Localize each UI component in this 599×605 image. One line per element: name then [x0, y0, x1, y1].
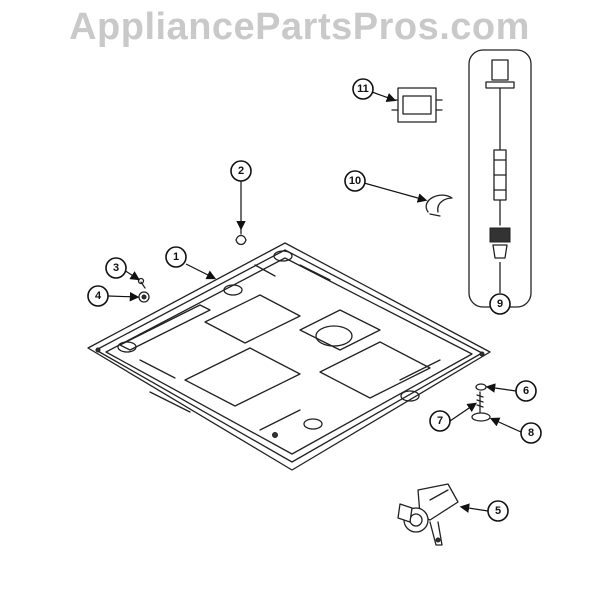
leveling-leg-parts-6-7-8	[471, 383, 491, 422]
watermark-logo: AppliancePartsPros.com	[69, 6, 530, 48]
svg-text:5: 5	[495, 505, 501, 517]
callout-5: 5	[487, 500, 509, 522]
callout-3: 3	[105, 257, 127, 279]
base-pan	[87, 242, 491, 471]
callout-1: 1	[165, 246, 187, 268]
clip-part-2	[235, 227, 247, 246]
pad-part-11	[391, 87, 443, 123]
callout-2: 2	[230, 160, 252, 182]
clip-part-10	[425, 194, 453, 217]
valve-part-5	[397, 483, 459, 546]
callout-7: 7	[429, 410, 451, 432]
svg-text:3: 3	[113, 262, 119, 274]
svg-text:4: 4	[95, 290, 102, 302]
svg-text:10: 10	[349, 175, 361, 187]
svg-text:11: 11	[357, 83, 369, 95]
svg-text:1: 1	[173, 251, 179, 263]
svg-text:6: 6	[523, 385, 529, 397]
callout-10: 10	[344, 170, 366, 192]
svg-text:7: 7	[437, 415, 443, 427]
callout-4: 4	[87, 285, 109, 307]
svg-text:2: 2	[238, 165, 244, 177]
callout-11: 11	[352, 78, 374, 100]
leader-lines	[107, 91, 522, 513]
callout-9: 9	[489, 293, 511, 315]
svg-text:9: 9	[497, 298, 503, 310]
svg-text:8: 8	[528, 427, 534, 439]
callout-6: 6	[515, 380, 537, 402]
screw-part-3	[137, 277, 146, 289]
nut-part-4	[138, 291, 150, 303]
callout-8: 8	[520, 422, 542, 444]
